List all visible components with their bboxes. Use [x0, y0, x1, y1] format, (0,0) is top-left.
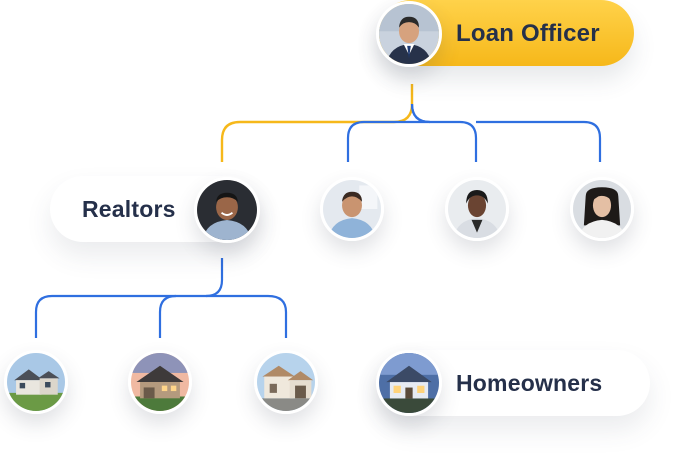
connector-loan-to-realtor-2	[346, 103, 431, 162]
house-photo-3	[254, 350, 318, 414]
connector-realtor-to-home-2	[158, 294, 177, 338]
realtor-photo-3	[445, 177, 509, 241]
connector-realtor-to-home-1	[34, 258, 224, 338]
house-photo-2	[128, 350, 192, 414]
realtor-photo-1	[194, 177, 260, 243]
homeowners-label: Homeowners	[456, 370, 603, 396]
realtor-photo-2	[320, 177, 384, 241]
connector-loan-to-realtors	[220, 84, 414, 162]
loan-officer-label: Loan Officer	[456, 20, 600, 47]
house-photo-1	[4, 350, 68, 414]
connector-realtor-to-home-3	[206, 294, 288, 338]
realtors-label: Realtors	[82, 196, 176, 222]
house-photo-4	[376, 350, 442, 416]
realtor-photo-4	[570, 177, 634, 241]
connector-loan-to-realtor-3	[410, 103, 478, 162]
connector-loan-to-realtor-4	[476, 120, 602, 162]
loan-officer-photo	[376, 1, 442, 67]
